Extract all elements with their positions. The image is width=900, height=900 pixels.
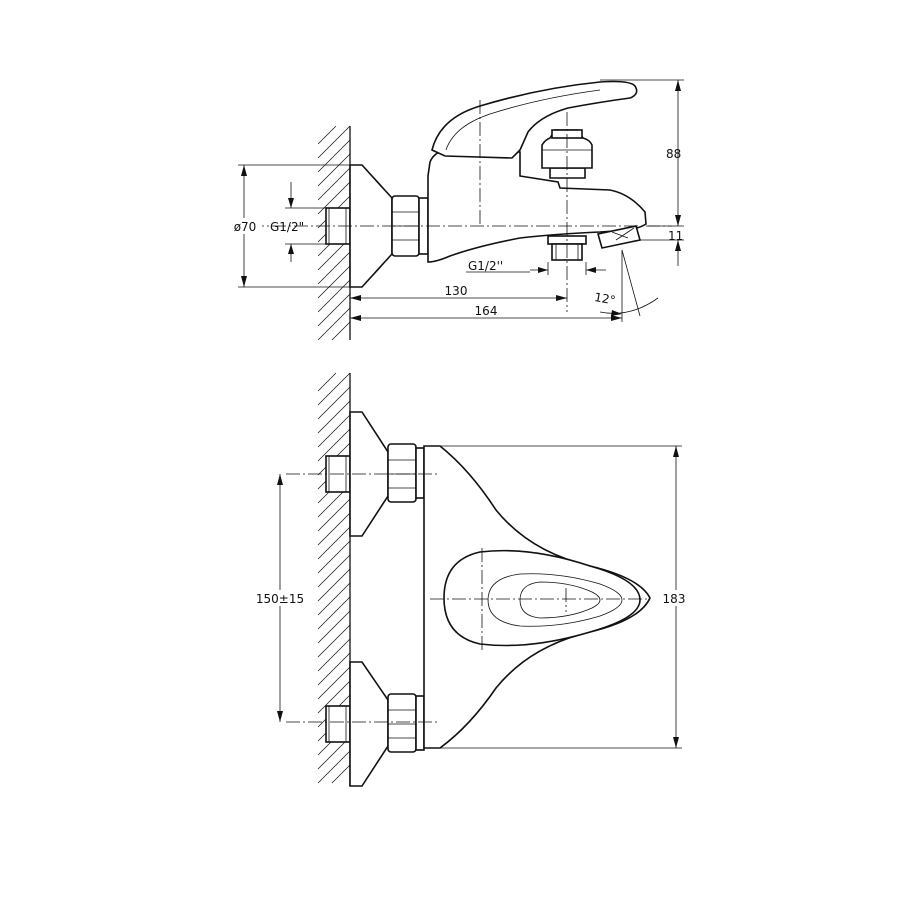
lever-handle-top xyxy=(443,549,641,647)
dim-130-label: 130 xyxy=(445,284,468,298)
dim-88-label: 88 xyxy=(666,147,681,161)
hex-nut-top-lower xyxy=(387,693,417,753)
dim-164-label: 164 xyxy=(475,304,498,318)
lever-handle-side xyxy=(431,80,638,159)
side-view: ø70 G1/2" G1/2'' 130 164 12° xyxy=(228,79,684,341)
dim-150-label: 150±15 xyxy=(256,592,304,606)
dim-outlet-thread-label: G1/2'' xyxy=(468,259,503,273)
hex-nut-top-upper xyxy=(387,443,417,503)
flange-top-lower xyxy=(349,661,389,787)
dim-wall-thread-label: G1/2" xyxy=(270,220,304,234)
dim-11-label: 11 xyxy=(668,229,683,243)
dim-183-label: 183 xyxy=(663,592,686,606)
dim-angle-label: 12° xyxy=(593,290,616,307)
top-view: 150±15 183 xyxy=(252,372,692,787)
dim-diameter-label: ø70 xyxy=(234,220,257,234)
